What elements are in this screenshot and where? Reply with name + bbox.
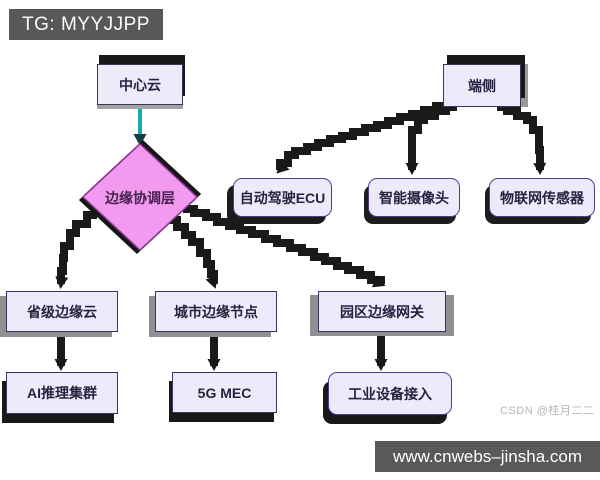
arrowhead-adas-ecu [276,160,290,174]
edge-edge-coordination-layer-to-campus-edge-gateway [183,205,385,284]
arrows-layer [54,134,547,371]
edge-edge-coordination-layer-to-city-edge-node [170,216,218,284]
edges-layer [57,102,544,366]
website-url-bar: www.cnwebs–jinsha.com [375,441,600,472]
node-ai-inference-cluster: AI推理集群 [6,372,118,414]
shapes-layer [81,142,199,252]
edge-device-side-to-smart-camera [408,103,457,170]
node-iot-sensor: 物联网传感器 [489,178,595,217]
node-adas-ecu: 自动驾驶ECU [233,178,332,217]
telegram-badge: TG: MYYJJPP [9,9,163,40]
node-smart-camera: 智能摄像头 [368,178,460,217]
node-campus-edge-gateway: 园区边缘网关 [318,291,446,332]
arrowhead-campus-edge-gateway [372,275,386,288]
arrowhead-ai-inference-cluster [54,359,68,371]
node-device-side: 端侧 [443,64,521,107]
arrowhead-city-edge-node [205,275,218,289]
node-industrial-device-access: 工业设备接入 [328,372,452,415]
arrowhead-5g-mec [207,359,221,371]
node-5g-mec: 5G MEC [172,372,277,413]
edge-device-side-to-iot-sensor [497,103,544,170]
node-city-edge-node: 城市边缘节点 [155,291,277,332]
node-central-cloud: 中心云 [97,64,183,105]
csdn-watermark: CSDN @桂月二二 [500,405,595,417]
arrowhead-industrial-device-access [374,359,388,371]
arrowhead-provincial-edge-cloud [55,276,69,289]
node-label-edge-coordination-layer: 边缘协调层 [105,190,175,206]
arrowhead-iot-sensor [533,162,547,175]
edge-edge-coordination-layer-to-provincial-edge-cloud [57,211,97,284]
node-provincial-edge-cloud: 省级边缘云 [6,291,118,332]
arrowhead-edge-coordination-layer [133,134,147,146]
edge-device-side-to-adas-ecu [276,102,448,170]
arrowhead-smart-camera [405,163,419,175]
node-edge-coordination-layer [81,142,199,252]
